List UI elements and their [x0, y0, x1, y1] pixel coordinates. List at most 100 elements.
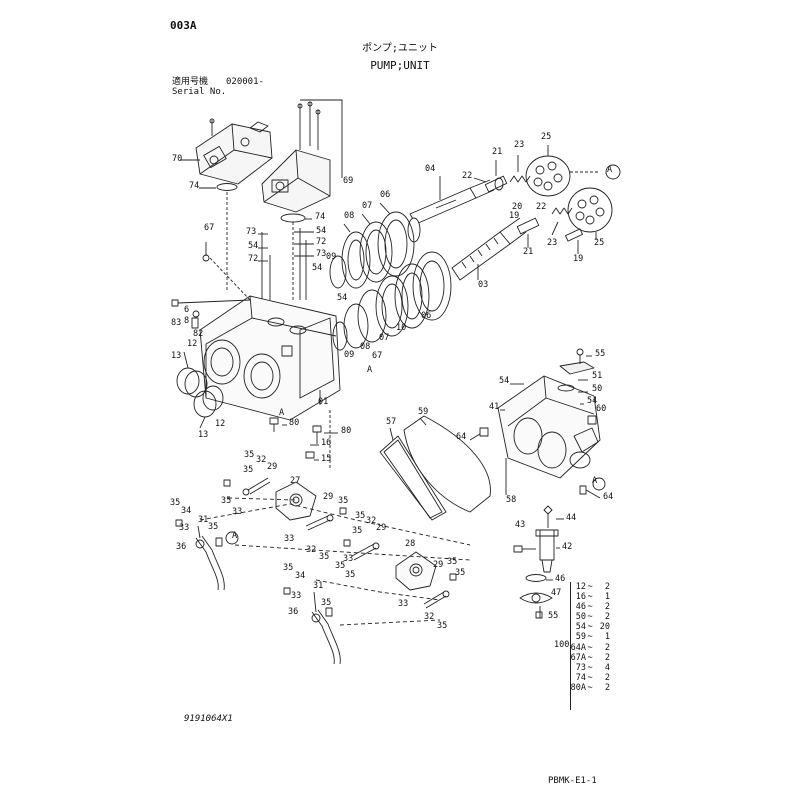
callout-29: 29	[433, 560, 443, 570]
callout-67: 67	[204, 223, 214, 233]
regulator-assembly-70	[180, 118, 273, 185]
callout-22: 22	[462, 171, 472, 181]
callout-46: 46	[555, 574, 565, 584]
qty-group-label: 100	[554, 640, 570, 650]
qty-value: 2	[604, 652, 610, 663]
callout-35: 35	[244, 450, 254, 460]
callout-07: 07	[362, 201, 372, 211]
callout-32: 32	[424, 612, 434, 622]
callout-33: 33	[291, 591, 301, 601]
servo-body-27	[275, 481, 317, 521]
callout-64: 64	[456, 432, 466, 442]
qty-value: 2	[604, 602, 610, 613]
gasket-74-right	[280, 213, 306, 223]
qty-value: 2	[604, 672, 610, 683]
callout-12: 12	[187, 339, 197, 349]
serial-label-japanese: 適用号機	[172, 77, 209, 87]
callout-32: 32	[366, 516, 376, 526]
callout-19: 19	[509, 211, 519, 221]
qty-row: 67A~2	[552, 653, 610, 663]
callout-54: 54	[499, 376, 509, 386]
qty-separator: ~	[587, 582, 593, 592]
lever-36-left	[195, 525, 225, 591]
callout-54: 54	[312, 263, 322, 273]
callout-8: 8	[184, 316, 189, 326]
qty-part-number: 74	[575, 672, 586, 683]
qty-separator: ~	[587, 632, 593, 643]
regulator-assembly-69	[261, 99, 343, 213]
qty-separator: ~	[587, 622, 593, 633]
drawing-number: 9191064X1	[184, 714, 233, 724]
callout-35: 35	[335, 561, 345, 571]
qty-separator: ~	[587, 612, 593, 623]
callout-35: 35	[243, 465, 253, 475]
callout-35: 35	[352, 526, 362, 536]
callout-64: 64	[603, 492, 613, 502]
qty-row: 74~2	[552, 673, 610, 683]
callout-54: 54	[248, 241, 258, 251]
callout-A: A	[592, 476, 597, 486]
cylinder-block-25-upper	[525, 145, 571, 197]
callout-36: 36	[176, 542, 186, 552]
qty-row: 64A~2	[552, 643, 610, 653]
callout-09: 09	[326, 252, 336, 262]
callout-23: 23	[547, 238, 557, 248]
callout-29: 29	[267, 462, 277, 472]
callout-51: 51	[592, 371, 602, 381]
callout-43: 43	[515, 520, 525, 530]
callout-35: 35	[208, 522, 218, 532]
callout-29: 29	[323, 492, 333, 502]
seal-57-59	[379, 415, 491, 521]
serial-label-english: Serial No.	[172, 87, 227, 97]
bearings-lower-06-07-08-10	[332, 251, 452, 351]
callout-70: 70	[172, 154, 182, 164]
callout-08: 08	[360, 342, 370, 352]
qty-value: 2	[604, 642, 610, 653]
gasket-74-left	[216, 183, 238, 191]
callout-72: 72	[316, 237, 326, 247]
callout-35: 35	[283, 563, 293, 573]
springs-23	[509, 155, 573, 236]
callout-54: 54	[587, 396, 597, 406]
callout-04: 04	[425, 164, 435, 174]
callout-35: 35	[319, 552, 329, 562]
callout-22: 22	[536, 202, 546, 212]
callout-19: 19	[573, 254, 583, 264]
bearings-upper-06-07-08	[329, 202, 415, 289]
callout-33: 33	[284, 534, 294, 544]
callout-67: 67	[372, 351, 382, 361]
relief-valve-42	[513, 505, 564, 619]
callout-50: 50	[592, 384, 602, 394]
qty-value: 2	[604, 612, 610, 623]
callout-35: 35	[321, 598, 331, 608]
callout-01: 01	[318, 397, 328, 407]
callout-34: 34	[295, 571, 305, 581]
callout-A: A	[607, 165, 612, 175]
qty-separator: ~	[587, 672, 593, 683]
callout-A: A	[367, 365, 372, 375]
qty-row: 80A~2	[552, 683, 610, 693]
callout-42: 42	[562, 542, 572, 552]
title-english: PUMP;UNIT	[370, 59, 430, 72]
callout-35: 35	[447, 557, 457, 567]
callout-32: 32	[306, 545, 316, 555]
callout-82: 82	[193, 329, 203, 339]
callout-74: 74	[315, 212, 325, 222]
qty-value: 1	[604, 632, 610, 643]
callout-13: 13	[198, 430, 208, 440]
callout-80: 80	[289, 418, 299, 428]
callout-A: A	[232, 531, 237, 541]
qty-value: 2	[604, 582, 610, 592]
sheet-code: 003A	[170, 19, 197, 32]
linkage-rods	[175, 477, 457, 609]
callout-10: 10	[396, 323, 406, 333]
callout-80: 80	[341, 426, 351, 436]
callout-35: 35	[455, 568, 465, 578]
callout-73: 73	[316, 249, 326, 259]
qty-part-number: 80A	[570, 682, 586, 693]
qty-row: 50~2	[552, 612, 610, 622]
pins-72-73	[258, 228, 314, 300]
callout-60: 60	[596, 404, 606, 414]
